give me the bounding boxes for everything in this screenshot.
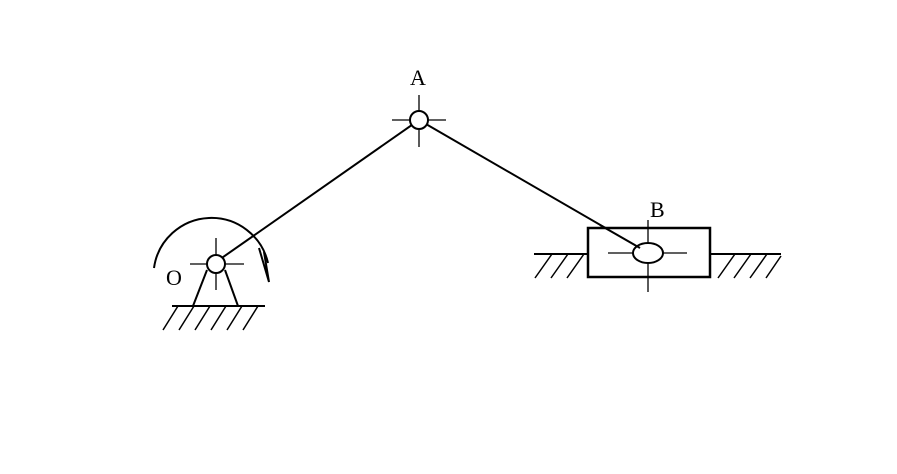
joint-b: [608, 220, 687, 292]
ground-hatch-left: [162, 305, 259, 331]
label-o: O: [166, 265, 182, 290]
label-a: A: [410, 65, 426, 90]
ground-hatch-slider-right: [717, 253, 782, 279]
joint-o: [190, 238, 244, 290]
fixed-pivot-support: [162, 269, 265, 331]
slider-guide: [534, 253, 782, 279]
label-b: B: [650, 197, 665, 222]
connecting-rod-end: [599, 224, 641, 249]
rotation-arrow-icon: [153, 216, 270, 283]
crank-link-oa: [215, 119, 420, 263]
joint-a: [392, 95, 446, 147]
ground-hatch-slider-left: [534, 253, 585, 279]
